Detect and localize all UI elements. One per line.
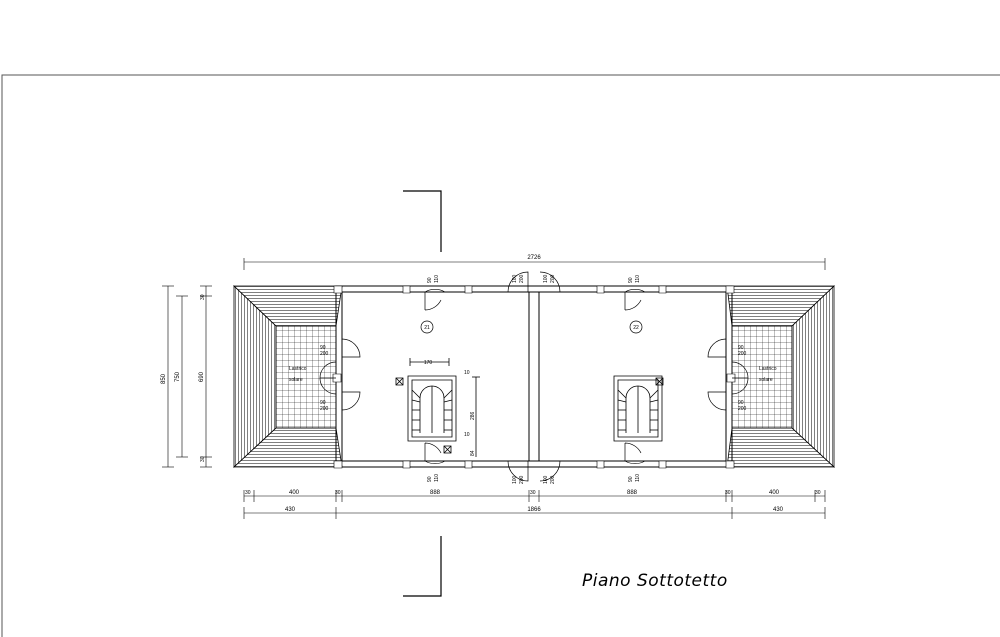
dim-total-430-left: 430 xyxy=(285,507,296,513)
svg-text:100: 100 xyxy=(543,475,549,484)
svg-text:200: 200 xyxy=(550,274,556,283)
section-marker-top xyxy=(403,191,441,252)
roof-right xyxy=(726,285,836,468)
stair-riser-top: 10 xyxy=(464,370,470,376)
svg-text:110: 110 xyxy=(434,275,440,283)
svg-text:22: 22 xyxy=(633,325,639,331)
svg-text:90: 90 xyxy=(320,345,326,351)
opening-labels: 90 110 100 200 100 200 90 110 90 110 100… xyxy=(320,274,747,484)
vertical-dimensions xyxy=(162,286,212,467)
dim-seg-888-right: 888 xyxy=(627,490,638,496)
left-terrace-label: Lastrico xyxy=(289,366,307,372)
stair-left xyxy=(396,358,480,457)
dim-seg-small-b: 30 xyxy=(335,490,341,496)
svg-text:110: 110 xyxy=(635,474,641,482)
stair-right xyxy=(614,376,663,441)
svg-text:90: 90 xyxy=(738,345,744,351)
dim-clear-height: 690 xyxy=(199,371,205,382)
svg-text:90: 90 xyxy=(427,277,433,283)
svg-text:90: 90 xyxy=(628,476,634,482)
section-marker-bottom xyxy=(403,536,441,596)
dim-seg-small-d: 30 xyxy=(725,490,731,496)
drawing-title: Piano Sottotetto xyxy=(582,571,728,591)
svg-text:200: 200 xyxy=(738,351,747,357)
room-number-22: 22 xyxy=(630,321,642,333)
svg-text:200: 200 xyxy=(320,351,329,357)
right-terrace-sublabel: solare xyxy=(759,377,773,383)
svg-text:200: 200 xyxy=(550,475,556,484)
dim-edge-top: 30 xyxy=(200,294,206,300)
dim-seg-888-left: 888 xyxy=(430,490,441,496)
svg-text:200: 200 xyxy=(320,406,329,412)
svg-text:90: 90 xyxy=(320,400,326,406)
roof-left xyxy=(232,285,343,468)
stair-riser-bottom: 10 xyxy=(464,432,470,438)
svg-text:90: 90 xyxy=(427,476,433,482)
dim-seg-small-e: 30 xyxy=(815,490,821,496)
sheet-frame xyxy=(2,75,1000,637)
dim-total-1866: 1866 xyxy=(527,507,541,513)
stair-height-b: 84 xyxy=(470,450,476,456)
dim-seg-400-left: 400 xyxy=(289,490,300,496)
dimension-overall-length: 2726 xyxy=(244,255,825,270)
wall-pillars xyxy=(333,286,735,468)
svg-text:90: 90 xyxy=(628,277,634,283)
dimension-label: 2726 xyxy=(527,255,541,261)
dim-seg-small-c: 30 xyxy=(530,490,536,496)
dim-edge-bottom: 30 xyxy=(200,456,206,462)
svg-text:200: 200 xyxy=(519,274,525,283)
svg-text:100: 100 xyxy=(512,274,518,283)
horizontal-dimensions xyxy=(244,490,825,519)
svg-text:21: 21 xyxy=(424,325,430,331)
door-swings xyxy=(320,272,748,481)
dim-inner-height: 750 xyxy=(175,371,181,382)
svg-text:200: 200 xyxy=(519,475,525,484)
left-terrace-sublabel: solare xyxy=(289,377,303,383)
svg-text:200: 200 xyxy=(738,406,747,412)
right-terrace-label: Lastrico xyxy=(759,366,777,372)
dim-overall-height: 850 xyxy=(161,373,167,384)
dim-total-430-right: 430 xyxy=(773,507,784,513)
svg-text:110: 110 xyxy=(635,275,641,283)
room-number-21: 21 xyxy=(421,321,433,333)
dim-seg-small-a: 30 xyxy=(245,490,251,496)
walls xyxy=(336,286,732,467)
svg-text:90: 90 xyxy=(738,400,744,406)
svg-text:100: 100 xyxy=(512,475,518,484)
svg-text:100: 100 xyxy=(543,274,549,283)
stair-width-label: 170 xyxy=(424,360,433,366)
svg-text:110: 110 xyxy=(434,474,440,482)
dim-seg-400-right: 400 xyxy=(769,490,780,496)
stair-height-a: 286 xyxy=(470,411,476,420)
